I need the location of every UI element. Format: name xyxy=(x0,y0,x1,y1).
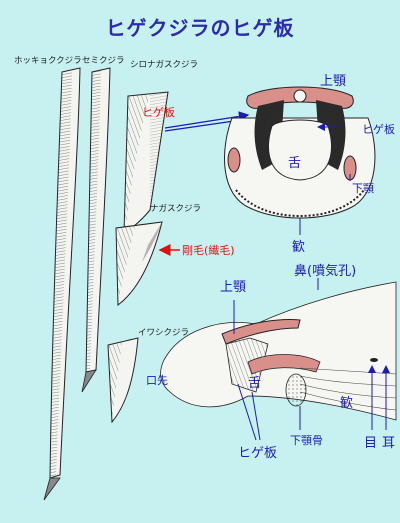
sv-upper-jaw: 上顎 xyxy=(220,280,247,295)
label-baleen-red: ヒゲ板 xyxy=(142,106,175,119)
cs-baleen: ヒゲ板 xyxy=(362,123,395,136)
label-bristles: 剛毛(繊毛) xyxy=(182,244,235,257)
sv-tongue: 舌 xyxy=(248,376,262,391)
cs-upper-jaw: 上顎 xyxy=(320,74,347,89)
sv-nose: 鼻(噴気孔) xyxy=(294,264,357,279)
label-right-whale: セミクジラ xyxy=(82,56,125,66)
arrow-baleen-1 xyxy=(164,111,250,129)
label-fin-whale: ナガスクジラ xyxy=(150,204,202,214)
head-side-view xyxy=(160,278,397,441)
cs-gum: 歓 xyxy=(292,240,306,255)
sv-mouth-tip: 口先 xyxy=(146,374,168,387)
cs-lower-jaw: 下顎 xyxy=(352,182,374,195)
cs-tongue: 舌 xyxy=(288,156,302,171)
sv-lower-jaw-bone: 下顎骨 xyxy=(290,434,323,447)
sv-ear: 耳 xyxy=(382,436,396,451)
mouth-cross-section xyxy=(224,86,376,235)
bowhead-baleen xyxy=(43,67,81,501)
sv-gum: 歓 xyxy=(340,396,354,411)
head-outline xyxy=(160,281,397,421)
fin-whale-baleen xyxy=(115,221,163,306)
sv-baleen: ヒゲ板 xyxy=(238,446,278,461)
page-title: ヒゲクジラのヒゲ板 xyxy=(105,16,295,40)
label-blue-whale: シロナガスクジラ xyxy=(130,60,199,70)
tongue-shape xyxy=(267,119,333,181)
right-whale-baleen xyxy=(81,67,111,393)
sei-whale-baleen xyxy=(107,337,139,424)
sv-eye: 目 xyxy=(364,436,378,451)
label-sei-whale: イワシクジラ xyxy=(138,328,190,338)
label-bowhead: ホッキョククジラ xyxy=(14,56,82,66)
